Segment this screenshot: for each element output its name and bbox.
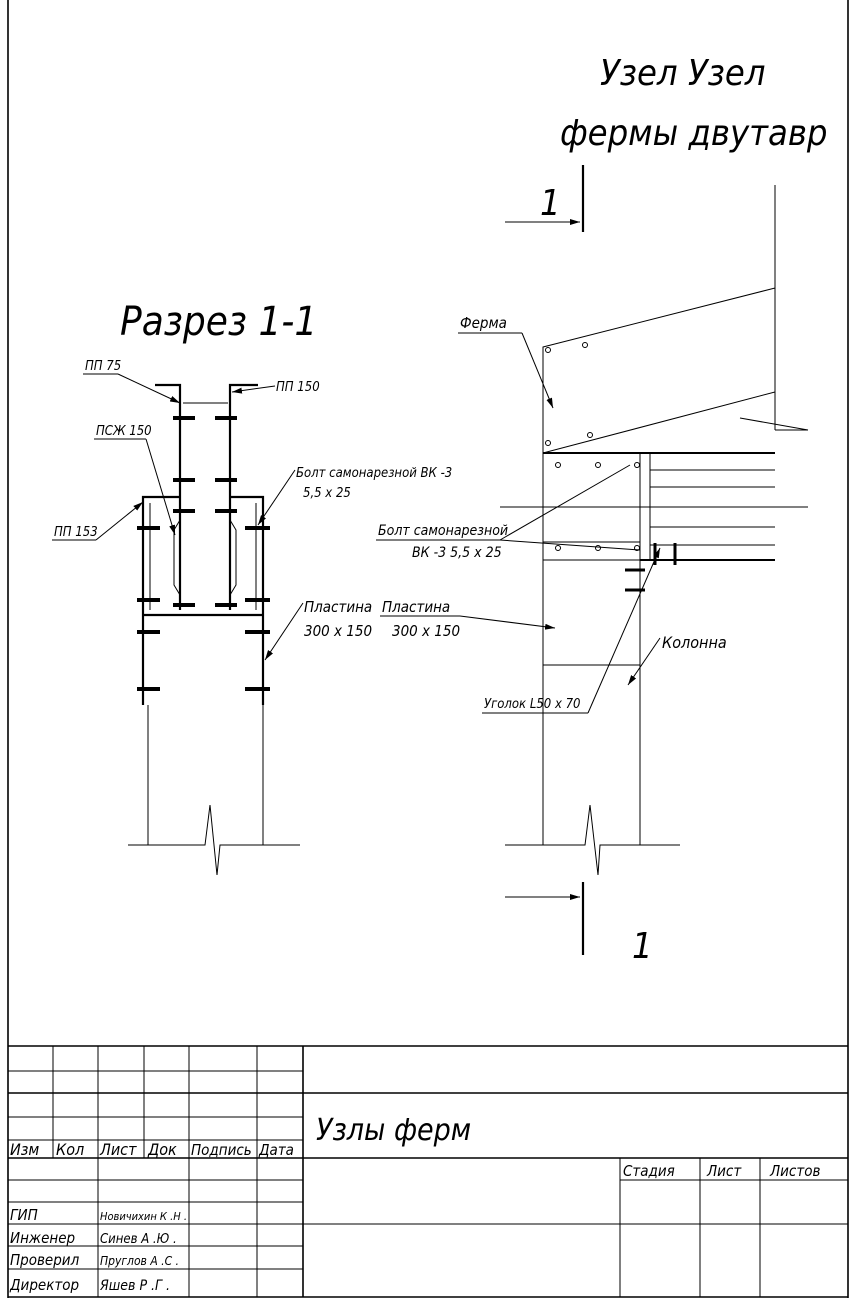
svg-text:Пластина: Пластина [382,598,450,616]
svg-text:1: 1 [540,183,561,224]
sheet-title: Узлы ферм [316,1113,471,1148]
svg-text:5,5 x 25: 5,5 x 25 [303,486,351,501]
name-engineer: Синев А .Ю . [100,1232,177,1247]
label-pp150: ПП 150 [231,380,320,395]
svg-text:Кол: Кол [56,1140,84,1159]
label-psz150: ПСЖ 150 [94,424,176,536]
label-column: Колонна [627,633,727,686]
svg-text:Колонна: Колонна [662,633,727,652]
label-plate-right: Пластина 300 x 150 [380,598,556,640]
svg-text:Пластина: Пластина [304,598,372,616]
section-mark-bottom: 1 [505,882,653,967]
label-angle: Уголок L50 x 70 [482,547,661,714]
svg-text:ПП 153: ПП 153 [54,525,98,540]
svg-text:Подпись: Подпись [191,1141,252,1159]
signatures: ГИП Новичихин К .Н . Инженер Синев А .Ю … [9,1206,187,1294]
label-pp153: ПП 153 [52,501,144,541]
svg-text:Стадия: Стадия [623,1162,675,1180]
svg-text:Листов: Листов [769,1162,820,1180]
svg-text:Дата: Дата [258,1141,294,1159]
role-gip: ГИП [10,1206,38,1224]
svg-text:Болт самонарезной: Болт самонарезной [378,523,508,539]
label-bolt-left: Болт самонарезной ВК -3 5,5 x 25 [257,466,452,526]
section-title: Разрез 1-1 [120,299,317,345]
svg-text:ПП 150: ПП 150 [276,380,320,395]
truss-node-elevation [500,185,809,876]
svg-text:ПСЖ 150: ПСЖ 150 [96,424,152,439]
node-title-line2: фермы двутавр [560,113,828,154]
label-plate-left: Пластина 300 x 150 [264,598,372,661]
title-block [8,1045,848,1297]
svg-text:ПП 75: ПП 75 [85,359,121,374]
svg-text:Ферма: Ферма [460,314,507,332]
stage-headers: Стадия Лист Листов [623,1162,820,1180]
svg-text:300 x 150: 300 x 150 [392,622,460,640]
svg-text:300 x 150: 300 x 150 [304,622,372,640]
role-engineer: Инженер [10,1229,75,1247]
label-pp75: ПП 75 [83,359,181,404]
svg-text:Лист: Лист [706,1162,742,1180]
svg-text:Болт самонарезной ВК -3: Болт самонарезной ВК -3 [296,466,452,481]
section-1-1-drawing [128,383,300,876]
label-bolt-right: Болт самонарезной ВК -3 5,5 x 25 [376,464,641,561]
svg-text:Док: Док [147,1140,177,1159]
svg-text:Лист: Лист [99,1140,137,1159]
svg-text:ВК -3 5,5 x 25: ВК -3 5,5 x 25 [412,545,502,561]
name-director: Яшев Р .Г . [99,1278,170,1294]
role-checked: Проверил [10,1251,80,1269]
name-checked: Пруглов А .С . [100,1254,179,1268]
label-truss: Ферма [458,314,554,409]
svg-text:1: 1 [632,926,653,967]
title-block-headers: Изм Кол Лист Док Подпись Дата [10,1140,294,1159]
section-mark-top: 1 [505,165,585,232]
name-gip: Новичихин К .Н . [100,1210,187,1223]
svg-text:Изм: Изм [10,1140,39,1159]
node-title-line1: Узел Узел [600,53,766,94]
role-director: Директор [9,1276,79,1294]
svg-text:Уголок L50 x 70: Уголок L50 x 70 [484,697,580,712]
sheet-frame [7,0,849,1298]
